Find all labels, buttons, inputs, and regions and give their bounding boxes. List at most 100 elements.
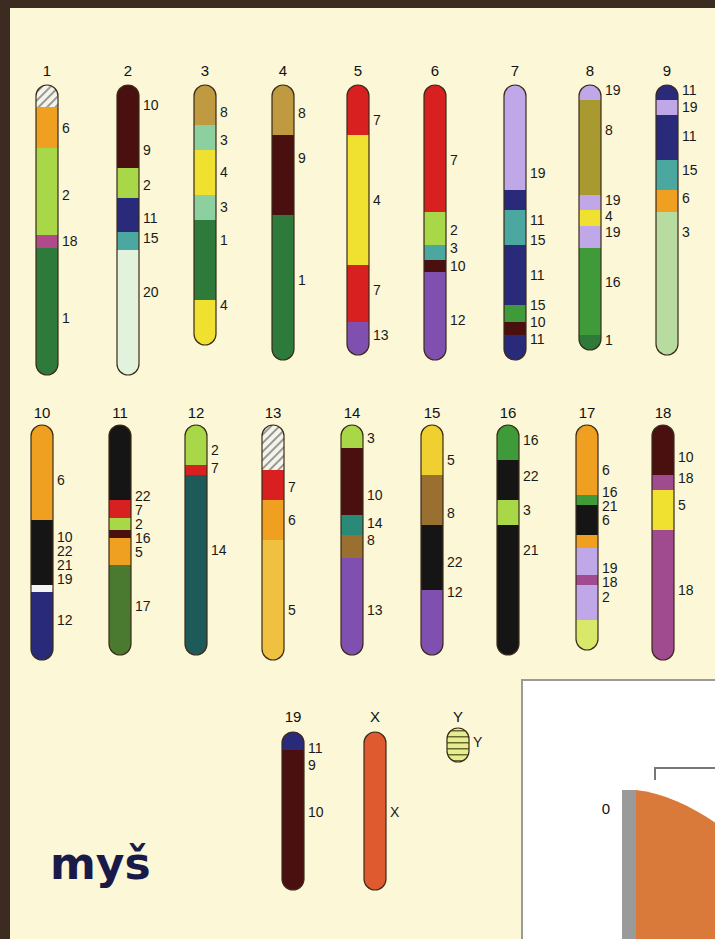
chromosome <box>504 85 526 360</box>
segment-label: 1 <box>62 311 70 325</box>
chromosome <box>447 728 469 762</box>
segment-label: 12 <box>447 585 463 599</box>
segment-label: 2 <box>602 590 610 604</box>
segment-label: 2 <box>135 517 143 531</box>
chromosome <box>262 425 284 660</box>
chromosome <box>31 425 53 660</box>
segment-label: 8 <box>220 105 228 119</box>
segment-label: 7 <box>450 153 458 167</box>
segment-label: 4 <box>220 298 228 312</box>
segment-label: 18 <box>62 234 78 248</box>
segment-label: 6 <box>62 121 70 135</box>
segment-label: 10 <box>450 259 466 273</box>
chromosome <box>424 85 446 360</box>
chromosome-number: Y <box>453 709 463 724</box>
chromosome <box>185 425 207 655</box>
chromosome <box>282 732 304 890</box>
segment-label: 3 <box>682 225 690 239</box>
segment-label: 19 <box>605 225 621 239</box>
segment-label: 11 <box>682 129 697 143</box>
chromosome-number: 16 <box>500 405 517 420</box>
segment-label: 19 <box>605 193 621 207</box>
segment-label: X <box>390 805 399 819</box>
segment-label: 21 <box>57 558 73 572</box>
segment-label: 11 <box>308 741 323 755</box>
segment-label: 1 <box>220 233 228 247</box>
chromosome-number: 18 <box>655 405 672 420</box>
segment-label: 16 <box>523 433 539 447</box>
segment-label: 10 <box>143 98 159 112</box>
segment-label: 16 <box>602 485 618 499</box>
segment-label: 6 <box>682 191 690 205</box>
segment-label: 9 <box>298 151 306 165</box>
segment-label: 16 <box>605 275 621 289</box>
chromosome-number: 4 <box>279 63 287 78</box>
segment-label: 22 <box>57 544 73 558</box>
segment-label: 6 <box>288 513 296 527</box>
segment-label: 10 <box>530 315 546 329</box>
chromosome-number: 8 <box>586 63 594 78</box>
segment-label: 7 <box>288 480 296 494</box>
chromosome-number: 19 <box>285 709 302 724</box>
segment-label: 18 <box>602 575 618 589</box>
chromosome <box>652 425 674 660</box>
segment-label: 18 <box>678 583 694 597</box>
segment-label: 3 <box>220 133 228 147</box>
segment-label: 8 <box>447 506 455 520</box>
segment-label: 3 <box>523 503 531 517</box>
segment-label: 10 <box>367 488 383 502</box>
segment-label: 21 <box>602 499 618 513</box>
segment-label: 1 <box>605 333 613 347</box>
segment-label: 13 <box>373 328 389 342</box>
segment-label: 1 <box>298 273 306 287</box>
segment-label: 10 <box>308 805 324 819</box>
segment-label: 5 <box>678 498 686 512</box>
chromosome-number: 11 <box>112 405 128 420</box>
segment-label: 19 <box>530 166 546 180</box>
segment-label: 8 <box>605 123 613 137</box>
segment-label: 9 <box>143 143 151 157</box>
segment-label: 19 <box>57 572 73 586</box>
chromosome-number: 2 <box>124 63 132 78</box>
segment-label: 11 <box>682 83 697 97</box>
species-name: myš <box>50 842 151 886</box>
chromosome <box>656 85 678 355</box>
axis-tick: 0 <box>602 801 610 816</box>
segment-label: 15 <box>530 298 546 312</box>
chromosome-number: 1 <box>43 63 51 78</box>
chromosome-number: 5 <box>354 63 362 78</box>
segment-label: 8 <box>298 106 306 120</box>
segment-label: 2 <box>211 443 219 457</box>
chromosome <box>347 85 369 355</box>
segment-label: 11 <box>143 211 158 225</box>
segment-label: 18 <box>678 471 694 485</box>
chromosome-number: 12 <box>188 405 205 420</box>
segment-label: 22 <box>447 555 463 569</box>
segment-label: 9 <box>308 758 316 772</box>
segment-label: 15 <box>682 163 698 177</box>
segment-label: 4 <box>373 193 381 207</box>
segment-label: 22 <box>135 489 151 503</box>
segment-label: 11 <box>530 332 545 346</box>
segment-label: 12 <box>57 613 73 627</box>
segment-label: 2 <box>62 188 70 202</box>
chromosome-number: 15 <box>424 405 441 420</box>
segment-label: 15 <box>530 233 546 247</box>
segment-label: 17 <box>135 599 151 613</box>
segment-label: 14 <box>211 543 227 557</box>
chromosome <box>497 425 519 655</box>
chromosome <box>194 85 216 345</box>
chromosome-number: 3 <box>201 63 209 78</box>
chromosome <box>341 425 363 655</box>
segment-label: 7 <box>373 113 381 127</box>
segment-label: 6 <box>602 463 610 477</box>
segment-label: 12 <box>450 313 466 327</box>
chromosome <box>421 425 443 655</box>
chromosome <box>109 425 131 655</box>
segment-label: 3 <box>367 431 375 445</box>
inset-chart <box>522 680 715 939</box>
segment-label: 20 <box>143 285 159 299</box>
segment-label: 14 <box>367 516 383 530</box>
chromosome-number: 13 <box>265 405 282 420</box>
chromosome-number: 14 <box>344 405 361 420</box>
